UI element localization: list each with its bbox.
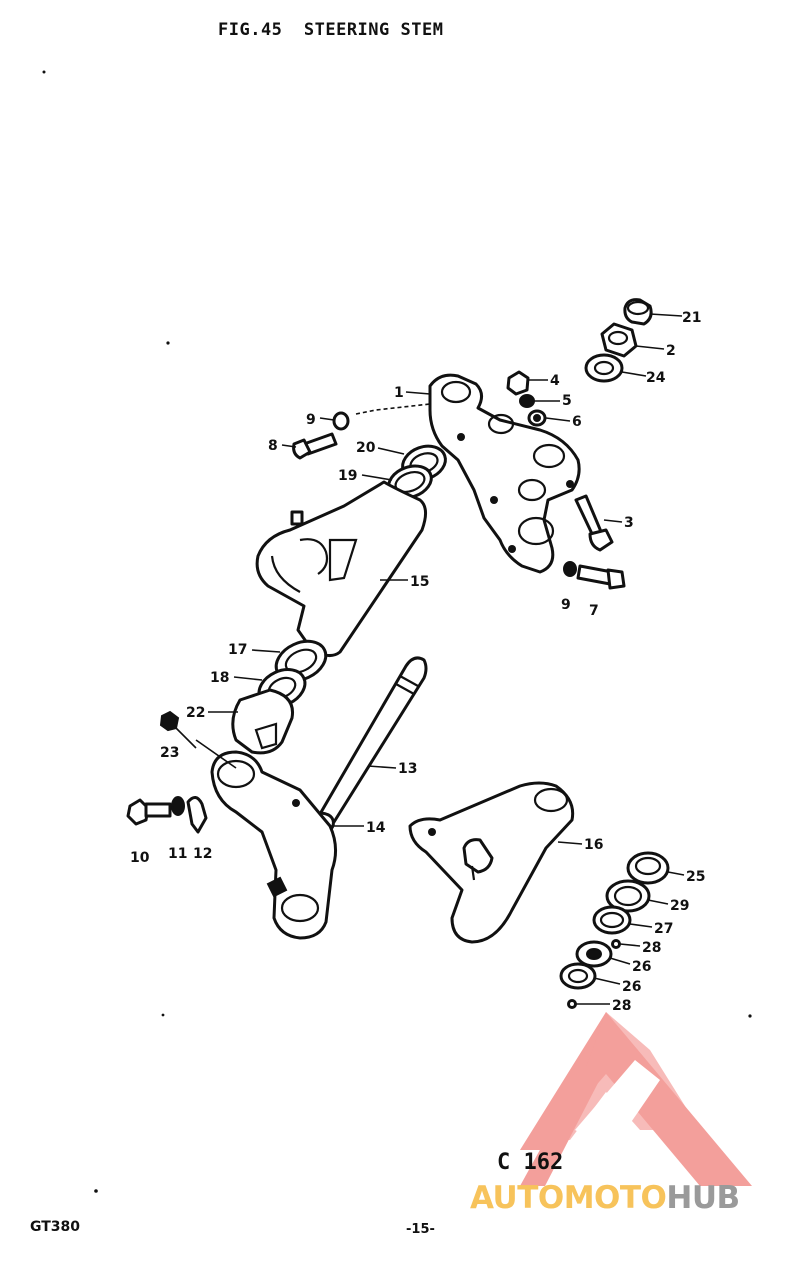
callout-22: 22 <box>186 705 205 721</box>
callout-28-upper: 28 <box>642 940 661 956</box>
page-number: -15- <box>406 1222 435 1237</box>
callout-6: 6 <box>572 414 582 430</box>
part-26-race-lower <box>559 962 597 990</box>
part-28-ball-upper <box>611 939 621 949</box>
part-9-washer-upper <box>332 411 350 431</box>
callout-labels: 21 2 24 4 5 6 1 9 8 20 19 3 15 9 7 17 18… <box>130 310 705 1014</box>
callout-26-upper: 26 <box>632 959 651 975</box>
callout-28-lower: 28 <box>612 998 631 1014</box>
callout-29: 29 <box>670 898 689 914</box>
callout-17: 17 <box>228 642 247 658</box>
callout-13: 13 <box>398 761 417 777</box>
callout-5: 5 <box>562 393 572 409</box>
part-7-bolt <box>576 564 626 590</box>
part-6-washer <box>527 409 547 427</box>
callout-9-upper: 9 <box>306 412 316 428</box>
callout-18: 18 <box>210 670 229 686</box>
part-11-washer <box>171 796 185 816</box>
part-26-race-upper <box>575 940 613 968</box>
callout-26-lower: 26 <box>622 979 641 995</box>
watermark-logo-icon <box>520 1012 752 1186</box>
callout-8: 8 <box>268 438 278 454</box>
callout-15: 15 <box>410 574 429 590</box>
callout-7: 7 <box>589 603 599 619</box>
callout-10: 10 <box>130 850 150 866</box>
callout-9-lower: 9 <box>561 597 571 613</box>
part-16-under-bracket <box>408 781 575 944</box>
part-13-stem-shaft <box>318 656 428 824</box>
part-4-nut <box>506 370 530 396</box>
part-29-race <box>605 879 651 913</box>
callout-27: 27 <box>654 921 673 937</box>
part-2-nut <box>600 322 638 358</box>
lower-bracket <box>210 750 337 940</box>
part-27-race <box>592 905 632 935</box>
callout-12: 12 <box>193 846 212 862</box>
scan-specks <box>42 70 752 1193</box>
part-25-cap <box>626 851 670 885</box>
leader-lines <box>175 313 685 1005</box>
watermark-text-automoto: AUTOMOTO <box>470 1180 667 1216</box>
watermark-text: AUTOMOTOHUB <box>470 1180 740 1216</box>
diagram-code: C 162 <box>497 1150 564 1175</box>
callout-11: 11 <box>168 846 187 862</box>
part-1-upper-bracket <box>428 373 581 574</box>
model-label: GT380 <box>30 1219 81 1235</box>
part-24-washer <box>584 353 624 383</box>
figure-title: FIG.45 STEERING STEM <box>218 20 444 40</box>
callout-21: 21 <box>682 310 701 326</box>
callout-2: 2 <box>666 343 676 359</box>
callout-24: 24 <box>646 370 666 386</box>
part-22-cover <box>231 688 295 755</box>
part-12-clip <box>186 796 208 834</box>
callout-23: 23 <box>160 745 179 761</box>
part-28-ball-lower <box>567 999 577 1009</box>
part-10-bolt <box>126 798 172 826</box>
part-15-cover <box>255 480 427 657</box>
part-5-washer <box>519 394 535 408</box>
callout-14: 14 <box>366 820 386 836</box>
callout-20: 20 <box>356 440 376 456</box>
callout-25: 25 <box>686 869 705 885</box>
callout-19: 19 <box>338 468 357 484</box>
callout-1: 1 <box>394 385 404 401</box>
part-8-bolt <box>292 432 338 460</box>
part-23-nut <box>159 710 180 732</box>
callout-4: 4 <box>550 373 560 389</box>
callout-16: 16 <box>584 837 603 853</box>
part-9-washer-lower <box>563 561 577 577</box>
part-3-bolt <box>574 494 614 552</box>
callout-3: 3 <box>624 515 634 531</box>
part-21-cap <box>623 298 653 326</box>
watermark-text-hub: HUB <box>666 1180 740 1216</box>
